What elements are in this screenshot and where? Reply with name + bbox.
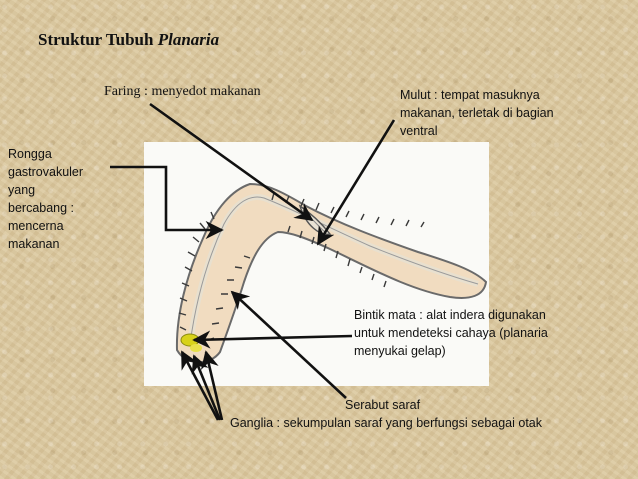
label-rongga-line: bercabang : xyxy=(8,201,75,215)
label-serabut-saraf: Serabut saraf xyxy=(345,398,421,412)
label-faring: Faring : menyedot makanan xyxy=(104,84,261,99)
ganglion xyxy=(190,344,202,352)
arrow-rongga xyxy=(110,165,224,240)
label-rongga-line: mencerna xyxy=(8,219,64,233)
arrow-ganglia-3 xyxy=(200,350,224,421)
label-rongga-line: gastrovakuler xyxy=(8,165,84,179)
label-mulut-line: Mulut : tempat masuknya xyxy=(400,88,540,102)
label-ganglia: Ganglia : sekumpulan saraf yang berfungs… xyxy=(230,416,542,430)
label-bintik-line: Bintik mata : alat indera digunakan xyxy=(354,308,546,322)
label-rongga-line: Rongga xyxy=(8,147,52,161)
label-bintik-line: menyukai gelap) xyxy=(354,344,446,358)
nerve-cord-line xyxy=(189,196,479,345)
label-mulut-line: ventral xyxy=(400,124,438,138)
label-mulut: Mulut : tempat masuknya makanan, terleta… xyxy=(400,86,554,140)
arrow-mulut xyxy=(316,119,396,246)
pointer-arrows xyxy=(110,102,396,421)
arrow-faring xyxy=(149,102,314,222)
arrow-bintik xyxy=(192,330,353,349)
label-mulut-line: makanan, terletak di bagian xyxy=(400,106,554,120)
arrow-ganglia-2 xyxy=(191,354,222,421)
label-rongga-line: yang xyxy=(8,183,36,197)
planaria-body xyxy=(175,182,488,364)
label-bintik-line: untuk mendeteksi cahaya (planaria xyxy=(354,326,548,340)
label-bintik-mata: Bintik mata : alat indera digunakan untu… xyxy=(354,306,548,360)
arrow-ganglia-1 xyxy=(180,350,220,421)
diagram-title: Struktur Tubuh Planaria xyxy=(38,30,220,49)
label-rongga-line: makanan xyxy=(8,237,60,251)
arrow-serabut xyxy=(230,290,347,399)
label-rongga: Rongga gastrovakuler yang bercabang : me… xyxy=(8,145,83,253)
